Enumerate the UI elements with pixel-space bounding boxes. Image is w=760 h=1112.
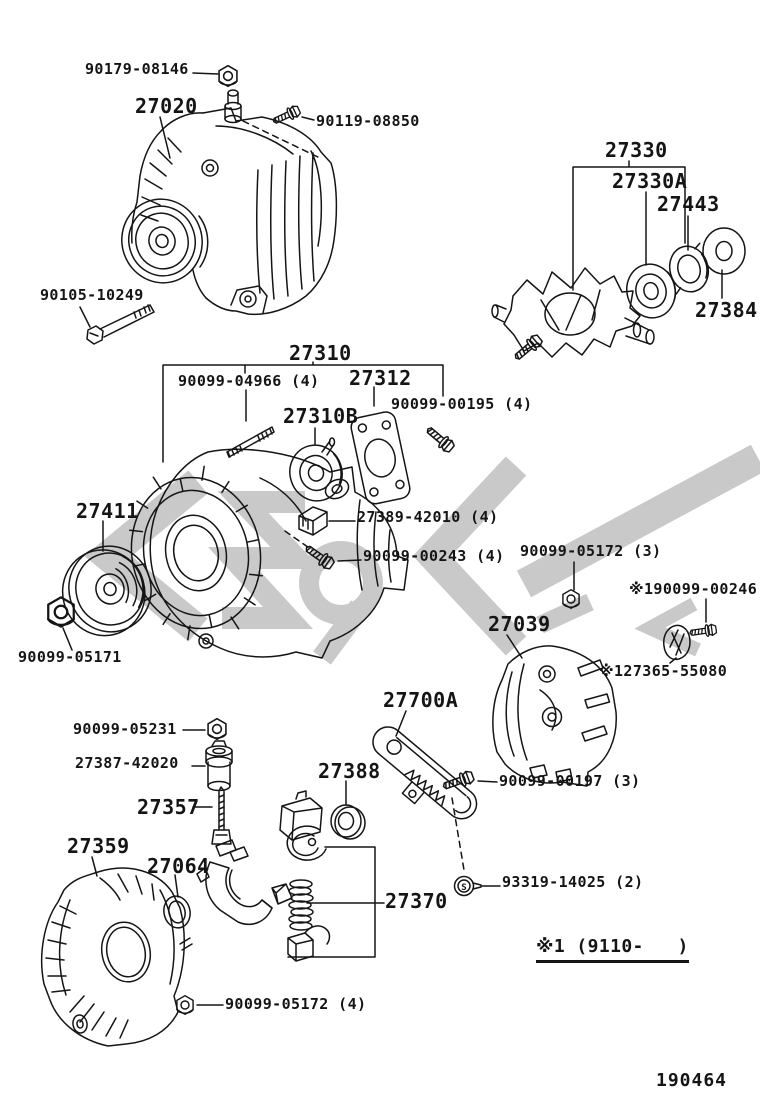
part-label-90099-05231: 90099-05231 [73,720,177,738]
part-label-27370: 27370 [385,889,448,913]
part-label-90099-00197: 90099-00197 (3) [499,772,641,790]
part-label-27443: 27443 [657,192,720,216]
nut-90099-05171-drawing [47,596,75,628]
part-label-27039: 27039 [488,612,551,636]
bolt-90105-drawing [86,304,155,345]
brush-27370-drawing [287,925,331,962]
part-label-27389-42010: 27389-42010 (4) [357,508,499,526]
bearing-cover-27443-drawing [668,242,710,295]
drive-end-frame-27310-drawing [129,437,409,659]
part-label-27330a: 27330A [612,169,688,193]
insulator-27389-drawing [298,506,328,536]
brush-holder-drawing [196,839,293,926]
clip-127365-drawing [663,624,691,661]
terminal-bolt-27357-drawing [211,786,232,845]
nut-90099-05231-drawing [207,717,227,741]
part-label-90119-08850: 90119-08850 [316,112,420,130]
retainer-plate-27312-drawing [350,411,411,505]
bolt-90119-drawing [270,103,303,128]
footnote-applicability: ※1 (9110- ) [536,938,689,963]
bolt-190099-00246-drawing [688,622,718,640]
rear-end-frame-27359-drawing [40,867,193,1047]
nut-90099-05172-4-drawing [176,994,194,1016]
part-label-90099-00195: 90099-00195 (4) [391,395,533,413]
part-label-90105-10249: 90105-10249 [40,286,144,304]
bearing-cover-clip-drawing [279,790,327,861]
part-label-90099-05171: 90099-05171 [18,648,122,666]
part-label-90179-08146: 90179-08146 [85,60,189,78]
part-label-90099-00243: 90099-00243 (4) [363,547,505,565]
part-label-27388: 27388 [318,759,381,783]
part-label-190099-00246: ※190099-00246 [629,580,758,598]
part-label-27359: 27359 [67,834,130,858]
pulley-27411-drawing [61,545,152,637]
part-label-27387-42020: 27387-42020 [75,754,179,772]
doc-number: 190464 [656,1070,728,1091]
stud-90099-04966-drawing [226,426,275,458]
part-label-93319-14025: 93319-14025 (2) [502,873,644,891]
part-label-27330: 27330 [605,138,668,162]
part-label-27310b: 27310B [283,404,359,428]
leader-lines [62,72,723,1006]
insulator-27387-drawing [205,740,233,792]
part-label-90099-05172-4: 90099-05172 (4) [225,995,367,1013]
seal-27064-drawing [163,895,191,929]
part-label-27411: 27411 [76,499,139,523]
svg-text:S: S [461,883,466,893]
bearing-27310b-drawing [289,444,343,502]
part-label-27700a: 27700A [383,688,459,712]
screw-93319-drawing: S [453,875,482,897]
rear-cover-27039-drawing [492,645,617,787]
part-label-27312: 27312 [349,366,412,390]
alternator-assembly-27020-drawing [121,64,338,316]
part-label-27384: 27384 [695,298,758,322]
brush-spring-drawing [288,879,314,931]
screws-90099-00195-drawing [422,332,545,455]
part-label-27310: 27310 [289,341,352,365]
regulator-27700a-drawing [372,726,478,820]
part-label-27064: 27064 [147,854,210,878]
part-label-127365-55080: ※127365-55080 [599,662,728,680]
washer-27384-drawing [702,227,746,275]
part-label-90099-04966: 90099-04966 (4) [178,372,320,390]
part-label-27020: 27020 [135,94,198,118]
bearing-27330a-drawing [626,263,677,319]
grommet-27388-drawing [330,804,366,840]
part-label-90099-05172-3: 90099-05172 (3) [520,542,662,560]
part-label-27357: 27357 [137,795,200,819]
